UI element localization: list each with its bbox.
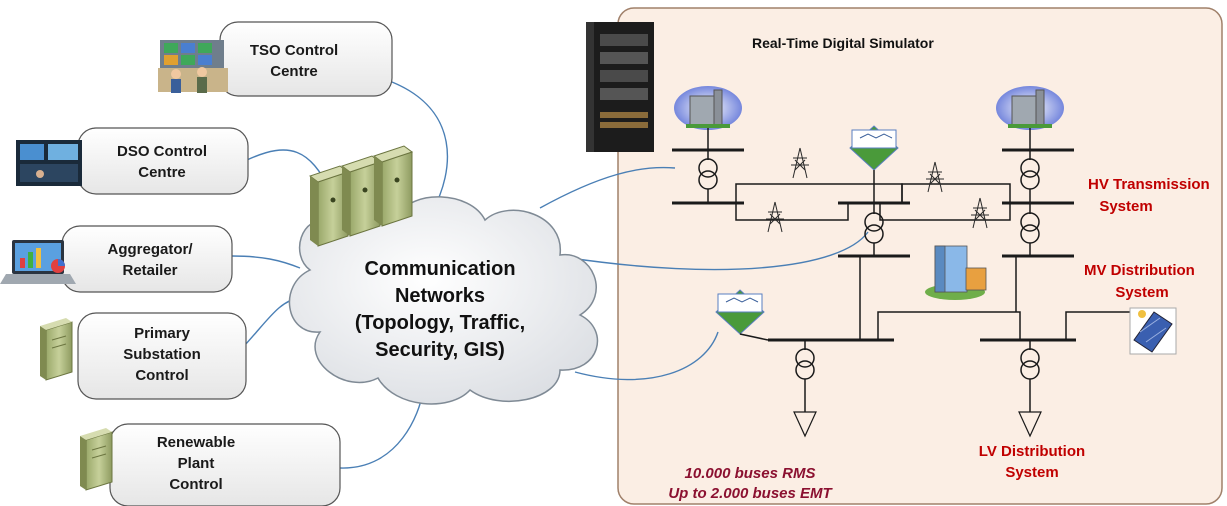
lv-system-label-line2: System <box>1005 464 1058 481</box>
renewable-label-line1: Renewable <box>157 434 235 451</box>
transformer-mv-mid <box>864 203 884 255</box>
communication-network-cloud[interactable]: Communication Networks (Topology, Traffi… <box>288 196 599 405</box>
dso-node[interactable]: DSO Control Centre <box>16 127 249 195</box>
capacity-emt-label: Up to 2.000 buses EMT <box>668 485 833 502</box>
aggregator-label-line1: Aggregator/ <box>107 241 193 258</box>
transformer-hv-left <box>698 150 718 202</box>
transformer-mv-right <box>1020 203 1040 255</box>
aggregator-label-line2: Retailer <box>122 262 177 279</box>
network-label-line4: Security, GIS) <box>375 339 505 361</box>
mv-system-label-line2: System <box>1115 284 1168 301</box>
primary-label-line2: Substation <box>123 346 201 363</box>
power-plant-left-icon <box>674 86 742 130</box>
tso-label-line2: Centre <box>270 63 318 80</box>
dso-label-line2: Centre <box>138 164 186 181</box>
power-grid <box>672 86 1177 438</box>
mv-system-label-line1: MV Distribution <box>1084 262 1195 279</box>
laptop-analytics-icon <box>0 240 76 284</box>
tso-node[interactable]: TSO Control Centre <box>158 21 393 97</box>
aggregator-node[interactable]: Aggregator/ Retailer <box>0 225 233 293</box>
server-cabinet-icon <box>40 318 73 381</box>
network-label-line3: (Topology, Traffic, <box>355 312 525 334</box>
simulator-panel <box>617 7 1223 505</box>
control-room-icon <box>158 40 228 93</box>
renewable-node[interactable]: Renewable Plant Control <box>80 423 341 506</box>
primary-node[interactable]: Primary Substation Control <box>40 312 247 400</box>
renewable-label-line2: Plant <box>178 455 215 472</box>
transformer-hv-right <box>1020 150 1040 202</box>
transmission-tower-icon <box>766 147 989 233</box>
transformer-lv-left <box>793 340 817 438</box>
link-sim-mv <box>569 231 869 271</box>
simulator-rack-icon <box>586 22 654 152</box>
link-sim-hv <box>539 166 676 209</box>
link-sim-lv <box>574 331 719 381</box>
simulator-title: Real-Time Digital Simulator <box>752 35 934 51</box>
hv-system-label-line2: System <box>1099 198 1152 215</box>
dso-label-line1: DSO Control <box>117 143 207 160</box>
link-renewable <box>339 394 423 469</box>
primary-label-line1: Primary <box>134 325 191 342</box>
link-aggregator <box>231 255 301 269</box>
network-label-line1: Communication <box>364 258 515 280</box>
server-stack-icon <box>308 145 414 247</box>
substation-hv-icon <box>849 125 899 171</box>
office-building-icon <box>925 245 987 300</box>
transformer-lv-right <box>1018 340 1042 438</box>
capacity-rms-label: 10.000 buses RMS <box>685 465 816 482</box>
operator-screens-icon <box>16 140 82 186</box>
renewable-label-line3: Control <box>169 476 222 493</box>
network-label-line2: Networks <box>395 285 485 307</box>
power-plant-right-icon <box>996 86 1064 130</box>
lv-system-label-line1: LV Distribution <box>979 443 1085 460</box>
primary-label-line3: Control <box>135 367 188 384</box>
hv-system-label-line1: HV Transmission <box>1088 176 1210 193</box>
solar-panel-icon <box>1129 307 1177 355</box>
server-cabinet-icon <box>80 428 113 491</box>
tso-label-line1: TSO Control <box>250 42 338 59</box>
